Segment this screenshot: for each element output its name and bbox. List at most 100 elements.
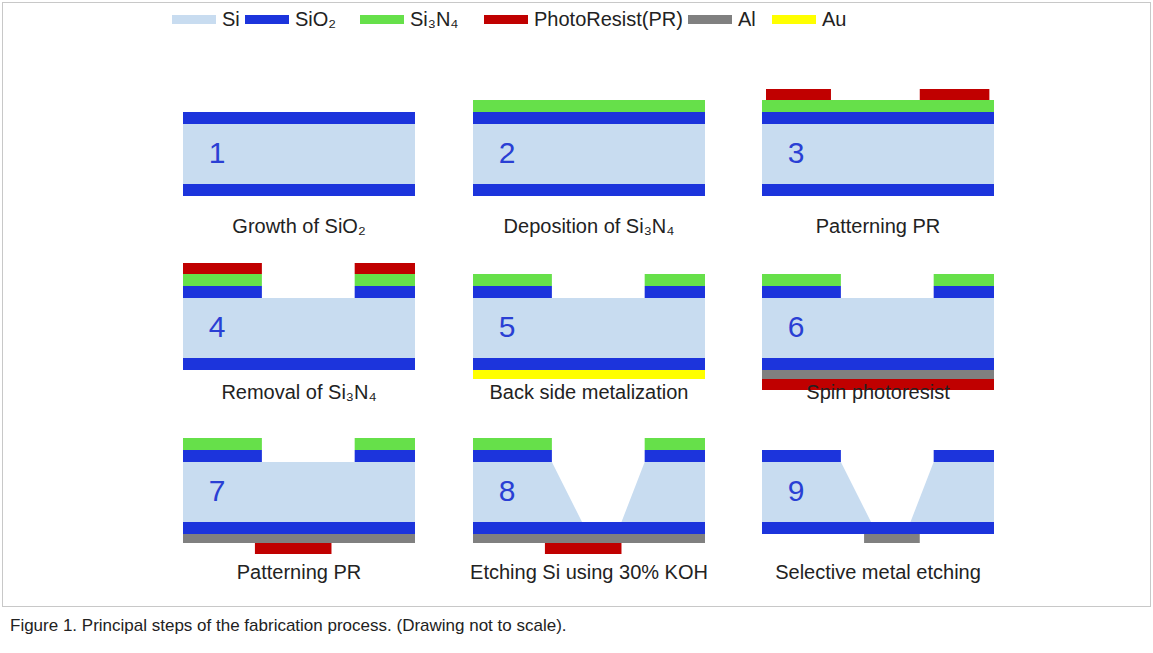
silicon-substrate bbox=[473, 124, 705, 184]
step-number: 9 bbox=[788, 474, 805, 507]
oxide-layer bbox=[934, 450, 994, 462]
silicon-substrate bbox=[762, 462, 994, 522]
nitride-layer bbox=[355, 274, 415, 286]
figure-caption: Figure 1. Principal steps of the fabrica… bbox=[10, 616, 567, 636]
legend-text: Si₃N₄ bbox=[410, 8, 459, 31]
step-caption: Patterning PR bbox=[816, 215, 941, 237]
photoresist-layer bbox=[766, 89, 831, 100]
step-cross-section bbox=[183, 263, 415, 370]
oxide-layer bbox=[473, 358, 705, 370]
oxide-layer bbox=[473, 522, 705, 534]
step-caption: Spin photoresist bbox=[806, 381, 949, 403]
legend-item: PhotoResist(PR) bbox=[484, 8, 683, 31]
step-caption: Growth of SiO₂ bbox=[232, 215, 365, 237]
nitride-layer bbox=[762, 100, 994, 112]
nitride-layer bbox=[183, 274, 262, 286]
aluminium-layer bbox=[183, 534, 415, 543]
silicon-substrate bbox=[473, 462, 705, 522]
step-number: 4 bbox=[209, 310, 226, 343]
step-cross-section bbox=[473, 274, 705, 379]
legend-item: Au bbox=[772, 8, 846, 31]
legend-text: SiO₂ bbox=[295, 8, 336, 31]
step-caption: Etching Si using 30% KOH bbox=[470, 561, 708, 583]
nitride-layer bbox=[934, 274, 994, 286]
nitride-layer bbox=[473, 100, 705, 112]
gold-layer bbox=[473, 370, 705, 379]
nitride-layer bbox=[762, 274, 841, 286]
legend-swatch bbox=[484, 15, 528, 24]
oxide-layer bbox=[473, 286, 552, 298]
legend-item: Si₃N₄ bbox=[360, 8, 459, 31]
oxide-layer bbox=[183, 286, 262, 298]
step-number: 3 bbox=[788, 136, 805, 169]
oxide-layer bbox=[934, 286, 994, 298]
step-number: 8 bbox=[499, 474, 516, 507]
step-number: 1 bbox=[209, 136, 226, 169]
silicon-substrate bbox=[473, 298, 705, 358]
oxide-layer bbox=[762, 286, 841, 298]
legend-text: PhotoResist(PR) bbox=[534, 8, 683, 31]
legend-swatch bbox=[688, 15, 732, 24]
step-caption: Deposition of Si₃N₄ bbox=[504, 215, 675, 237]
step-cross-section bbox=[183, 112, 415, 196]
step-cross-section bbox=[762, 89, 994, 196]
oxide-layer bbox=[473, 184, 705, 196]
silicon-substrate bbox=[762, 298, 994, 358]
oxide-layer bbox=[355, 450, 415, 462]
oxide-layer bbox=[183, 522, 415, 534]
oxide-layer bbox=[762, 450, 841, 462]
oxide-layer bbox=[183, 112, 415, 124]
oxide-layer bbox=[183, 358, 415, 370]
nitride-layer bbox=[355, 438, 415, 450]
figure-frame bbox=[3, 3, 1151, 607]
photoresist-layer bbox=[920, 89, 990, 100]
legend-swatch bbox=[172, 15, 216, 24]
nitride-layer bbox=[645, 438, 705, 450]
photoresist-layer bbox=[255, 543, 332, 554]
step-number: 6 bbox=[788, 310, 805, 343]
legend-item: SiO₂ bbox=[245, 8, 336, 31]
step-number: 2 bbox=[499, 136, 516, 169]
photoresist-layer bbox=[545, 543, 622, 554]
legend-text: Si bbox=[222, 8, 240, 31]
oxide-layer bbox=[762, 184, 994, 196]
aluminium-layer bbox=[473, 534, 705, 543]
step-number: 7 bbox=[209, 474, 226, 507]
silicon-substrate bbox=[183, 462, 415, 522]
step-caption: Removal of Si₃N₄ bbox=[221, 381, 376, 403]
silicon-substrate bbox=[183, 124, 415, 184]
legend-swatch bbox=[772, 15, 816, 24]
step-caption: Selective metal etching bbox=[775, 561, 981, 583]
silicon-substrate bbox=[762, 124, 994, 184]
step-cross-section bbox=[183, 438, 415, 554]
step-cross-section bbox=[762, 450, 994, 543]
oxide-layer bbox=[473, 112, 705, 124]
aluminium-layer bbox=[762, 370, 994, 379]
step-caption: Back side metalization bbox=[490, 381, 689, 403]
legend-swatch bbox=[245, 15, 289, 24]
legend-item: Si bbox=[172, 8, 240, 31]
legend-item: Al bbox=[688, 8, 756, 31]
nitride-layer bbox=[473, 438, 552, 450]
step-number: 5 bbox=[499, 310, 516, 343]
oxide-layer bbox=[183, 450, 262, 462]
step-caption: Patterning PR bbox=[237, 561, 362, 583]
aluminium-layer bbox=[864, 534, 920, 543]
nitride-layer bbox=[183, 438, 262, 450]
photoresist-layer bbox=[355, 263, 415, 274]
oxide-layer bbox=[762, 522, 994, 534]
nitride-layer bbox=[473, 274, 552, 286]
legend-text: Al bbox=[738, 8, 756, 31]
legend-swatch bbox=[360, 15, 404, 24]
step-cross-section bbox=[473, 438, 705, 554]
oxide-layer bbox=[355, 286, 415, 298]
silicon-substrate bbox=[183, 298, 415, 358]
oxide-layer bbox=[645, 450, 705, 462]
step-cross-section bbox=[762, 274, 994, 390]
step-cross-section bbox=[473, 100, 705, 196]
oxide-layer bbox=[762, 358, 994, 370]
oxide-layer bbox=[762, 112, 994, 124]
legend-text: Au bbox=[822, 8, 846, 31]
photoresist-layer bbox=[183, 263, 262, 274]
